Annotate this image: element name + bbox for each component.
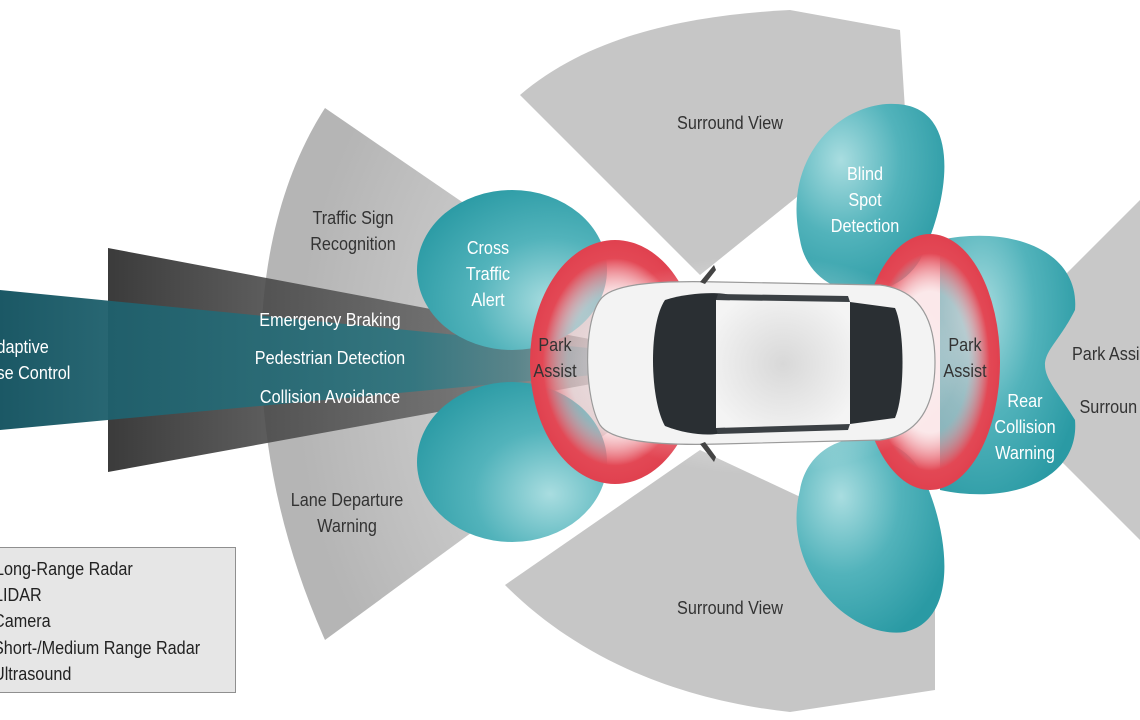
emergency-braking-label: Emergency Braking	[259, 310, 401, 330]
legend-item-lidar: LIDAR	[0, 585, 42, 605]
blind-spot-radar-bottom-lobe	[796, 437, 945, 633]
surround-view-top-label: Surround View	[677, 113, 783, 133]
lane-departure-warning-label: Lane Departure Warning	[290, 490, 404, 536]
park-assist-right-label: Park Assi	[1072, 344, 1140, 364]
collision-avoidance-label: Collision Avoidance	[259, 387, 401, 407]
blind-spot-detection-label: Blind Spot Detection	[830, 164, 900, 236]
surround-right-label: Surroun	[1079, 397, 1138, 417]
park-assist-front-label: Park Assist	[533, 335, 577, 381]
legend-item-ultrasound: Ultrasound	[0, 664, 72, 684]
rear-collision-warning-label: Rear Collision Warning	[994, 391, 1056, 463]
long-range-radar-beam	[0, 290, 690, 430]
cross-traffic-alert-label: Cross Traffic Alert	[465, 238, 511, 310]
traffic-sign-recognition-label: Traffic Sign Recognition	[310, 208, 396, 254]
adaptive-cruise-control-label: daptive se Control	[0, 337, 71, 383]
surround-view-top-zone	[520, 10, 905, 275]
legend-item-long-range-radar: Long-Range Radar	[0, 559, 133, 579]
rear-camera-zone	[1020, 200, 1140, 540]
sensor-legend: Long-Range Radar LIDAR Camera Short-/Med…	[0, 547, 236, 693]
pedestrian-detection-label: Pedestrian Detection	[254, 348, 406, 368]
park-assist-rear-label: Park Assist	[943, 335, 987, 381]
legend-item-camera: Camera	[0, 611, 51, 631]
legend-item-short-medium-range-radar: Short-/Medium Range Radar	[0, 638, 201, 658]
car-top-view	[587, 265, 936, 462]
surround-view-bottom-label: Surround View	[677, 598, 783, 618]
